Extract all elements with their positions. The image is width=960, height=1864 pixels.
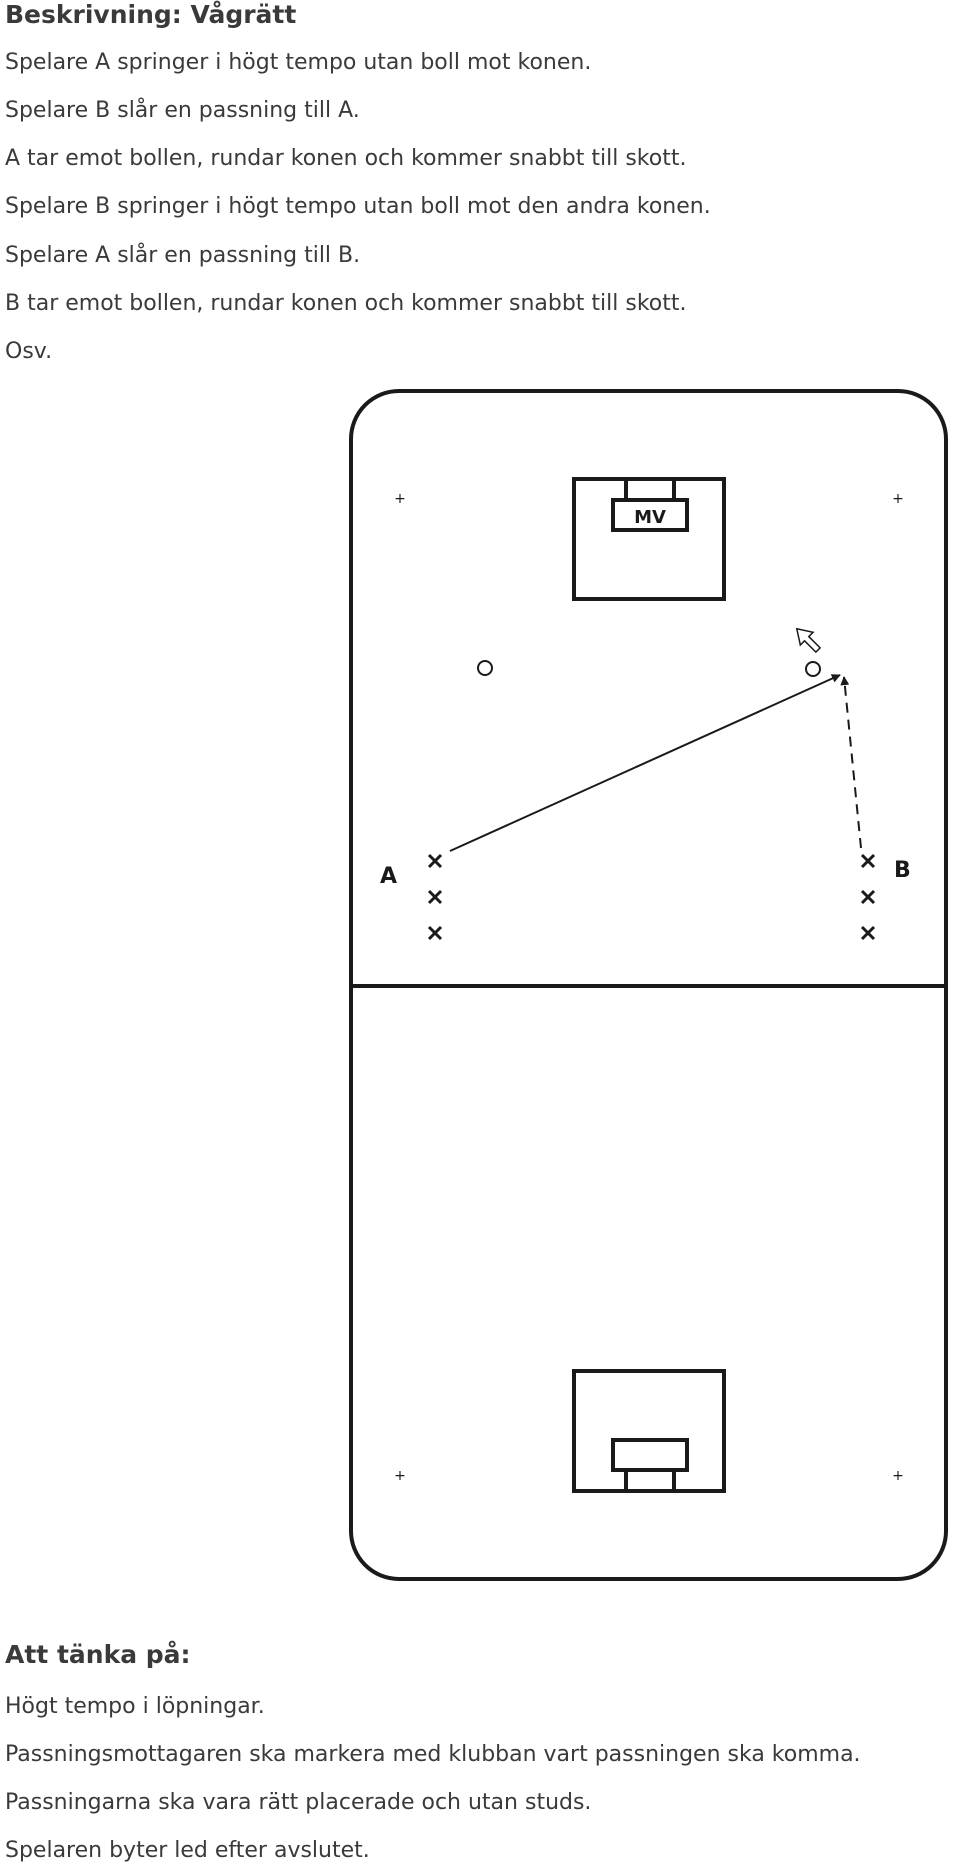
cone-left: [477, 660, 493, 676]
faceoff-dot-top-right: +: [892, 491, 904, 507]
player-b-marker-2: [860, 889, 876, 905]
cone-right: [805, 661, 821, 677]
description-line-5: Spelare A slår en passning till B.: [5, 243, 361, 268]
pass-line: [449, 674, 841, 852]
faceoff-dot-bottom-right: +: [892, 1468, 904, 1484]
description-line-1: Spelare A springer i högt tempo utan bol…: [5, 50, 592, 75]
notes-line-4: Spelaren byter led efter avslutet.: [5, 1838, 370, 1863]
shot-arrow-icon: [795, 627, 822, 654]
player-a-marker-1: [427, 853, 443, 869]
player-b-label: B: [894, 858, 911, 883]
player-a-marker-2: [427, 889, 443, 905]
notes-line-2: Passningsmottagaren ska markera med klub…: [5, 1742, 861, 1767]
faceoff-dot-bottom-left: +: [394, 1468, 406, 1484]
notes-line-1: Högt tempo i löpningar.: [5, 1694, 265, 1719]
skate-path-b: [840, 676, 862, 849]
player-group-b: [860, 853, 876, 941]
description-line-6: B tar emot bollen, rundar konen och komm…: [5, 291, 687, 316]
player-a-label: A: [380, 864, 397, 889]
description-line-4: Spelare B springer i högt tempo utan bol…: [5, 194, 711, 219]
notes-line-3: Passningarna ska vara rätt placerade och…: [5, 1790, 592, 1815]
top-goal-crease: [572, 477, 726, 601]
bottom-goal-crease: [572, 1369, 726, 1493]
notes-heading: Att tänka på:: [5, 1640, 191, 1669]
description-line-2: Spelare B slår en passning till A.: [5, 98, 360, 123]
player-b-marker-3: [860, 925, 876, 941]
goalkeeper-label: MV: [634, 507, 666, 528]
description-line-7: Osv.: [5, 339, 53, 364]
player-b-marker-1: [860, 853, 876, 869]
player-group-a: [427, 853, 443, 941]
description-line-3: A tar emot bollen, rundar konen och komm…: [5, 146, 687, 171]
faceoff-dot-top-left: +: [394, 491, 406, 507]
player-a-marker-3: [427, 925, 443, 941]
description-heading: Beskrivning: Vågrätt: [5, 0, 297, 29]
